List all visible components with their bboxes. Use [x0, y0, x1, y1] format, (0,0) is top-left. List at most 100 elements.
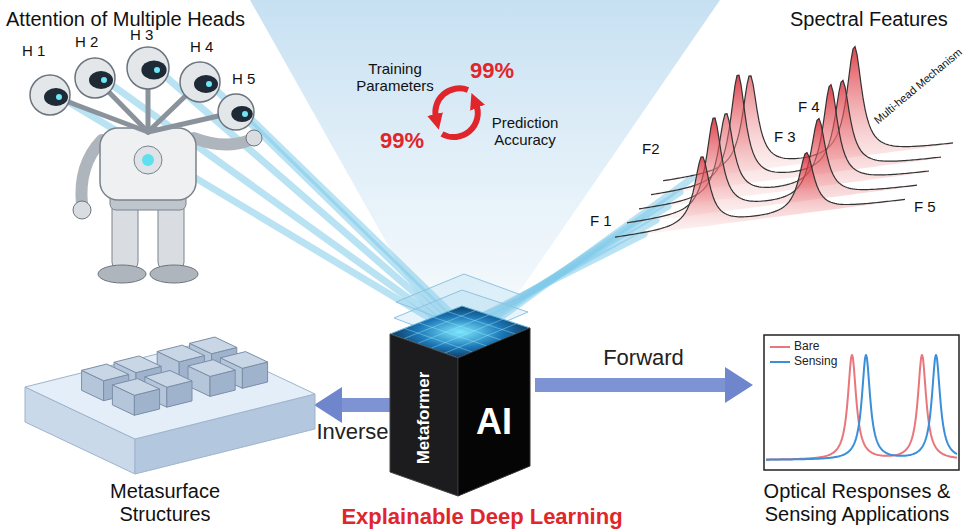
figure-part: [615, 153, 905, 238]
figure-part: [44, 88, 68, 106]
feature-label: F 1: [588, 212, 614, 229]
section-heading: Spectral Features: [790, 8, 948, 31]
figure-part: [30, 75, 70, 115]
legend-swatch: [770, 342, 790, 352]
figure-part: [101, 77, 107, 83]
figure-part: [448, 312, 516, 334]
mechanism-label: Multi-head Mechanism: [872, 46, 965, 127]
figure-part: [150, 265, 198, 283]
figure-part: [188, 360, 235, 377]
figure-part: [390, 334, 458, 496]
panel-caption: Optical Responses & Sensing Applications: [752, 480, 962, 526]
attention-beam: [158, 70, 448, 322]
attention-beams: [60, 70, 460, 322]
robot-head: [75, 58, 115, 98]
percent-value: 99%: [470, 58, 514, 83]
figure-part: [231, 106, 253, 122]
figure-part: [458, 328, 530, 496]
figure-part: [112, 379, 159, 396]
figure-part: [157, 345, 204, 362]
cycle-arrow: [442, 104, 478, 137]
figure-part: [764, 335, 959, 470]
cube-shape: [390, 296, 535, 501]
figure-part: [30, 47, 254, 130]
legend-row: Bare: [770, 339, 837, 354]
attention-fan: [250, 0, 720, 320]
figure-part: [154, 67, 160, 73]
figure-part: [246, 130, 262, 146]
figure-part: [766, 354, 957, 459]
attention-beam: [210, 84, 454, 322]
figure-part: [82, 364, 129, 381]
model-name: Metaformer: [414, 372, 434, 465]
model-badge: AI: [476, 401, 512, 442]
attention-beam: [60, 97, 436, 322]
figure-part: [75, 58, 115, 98]
figure-part: [114, 356, 161, 373]
spectral-curves: [615, 47, 953, 238]
figure-part: [627, 118, 917, 224]
figure-part: [25, 342, 315, 439]
head-label: H 2: [75, 33, 98, 50]
figure-part: [100, 128, 196, 200]
figure-part: [242, 111, 248, 117]
figure-title: Explainable Deep Learning: [317, 504, 647, 529]
spectrum-curve: [627, 118, 917, 224]
structure-panel: Metasurface Structures: [15, 325, 315, 530]
figure-part: [98, 265, 146, 283]
figure-part: [766, 354, 957, 459]
section-heading: Attention of Multiple Heads: [6, 8, 245, 31]
figure-part: [770, 361, 790, 363]
figure-part: [770, 346, 790, 348]
figure-part: [218, 94, 254, 130]
robot-head: [127, 47, 169, 89]
figure-part: [433, 317, 501, 340]
edge-label: Inverse: [316, 419, 388, 444]
model-box: Metaformer AI: [390, 296, 535, 501]
feature-label: F 5: [912, 198, 938, 215]
figure-part: [141, 61, 166, 80]
figure-part: [206, 81, 212, 87]
attention-beam: [105, 80, 442, 322]
figure-part: [134, 146, 162, 174]
figure-part: [145, 371, 192, 388]
figure-part: [89, 71, 113, 89]
percent-value: 99%: [380, 128, 424, 153]
feature-label: F2: [640, 140, 662, 157]
robot-head: [180, 62, 220, 102]
robot-figure: [30, 47, 262, 283]
figure-part: [651, 75, 941, 195]
flow-arrow: [535, 378, 726, 392]
head-label: H 3: [130, 26, 153, 43]
spectrum-curve: [615, 153, 905, 238]
figure-part: [194, 75, 218, 93]
legend-text: Bare: [794, 340, 819, 354]
legend-swatch: [770, 357, 790, 367]
flow-arrow: [341, 398, 390, 412]
figure-part: [190, 337, 237, 354]
cycle-arrow: [435, 88, 468, 118]
robot-head: [218, 94, 254, 130]
chart-legend: BareSensing: [770, 339, 837, 369]
feature-label: F 3: [772, 128, 798, 145]
cycle-text: Training Parameters: [353, 60, 437, 95]
figure-part: [220, 352, 267, 369]
cycle-text: Prediction Accuracy: [480, 114, 570, 149]
response-panel: Optical Responses & Sensing Applications…: [752, 330, 962, 530]
figure-part: [56, 94, 62, 100]
figure-part: [627, 118, 917, 223]
head-label: H 4: [190, 38, 213, 55]
edge-label: Forward: [603, 345, 684, 370]
legend-row: Sensing: [770, 354, 837, 369]
head-label: H 5: [232, 70, 255, 87]
legend-text: Sensing: [794, 355, 837, 369]
figure-part: [180, 62, 220, 102]
figure-part: [615, 153, 905, 238]
figure-part: [419, 323, 487, 346]
feature-label: F 4: [796, 98, 822, 115]
figure-part: [194, 138, 250, 145]
head-label: H 1: [22, 42, 45, 59]
figure-part: [81, 140, 102, 205]
robot-head: [30, 75, 70, 115]
